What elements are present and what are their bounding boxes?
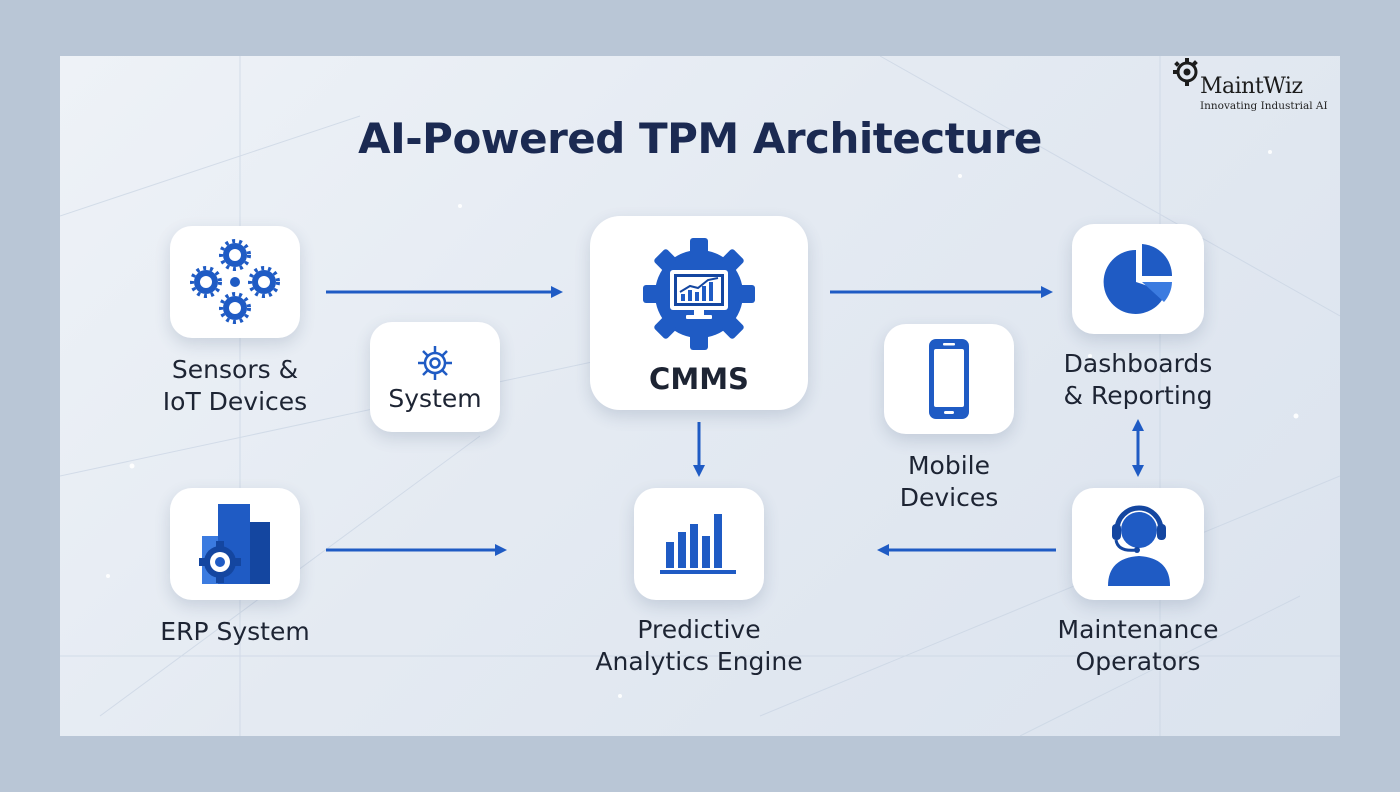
dashboards-card bbox=[1072, 224, 1204, 334]
logo-name: MaintWiz bbox=[1200, 74, 1303, 99]
predictive-label-line1: Predictive bbox=[637, 615, 761, 644]
operators-label: Maintenance Operators bbox=[1036, 614, 1240, 678]
building-gear-icon bbox=[199, 504, 270, 584]
gear-outline-icon bbox=[418, 346, 452, 380]
gear-monitor-icon bbox=[643, 238, 755, 350]
background-network bbox=[60, 56, 1340, 736]
dashboards-label: Dashboards & Reporting bbox=[1038, 348, 1238, 412]
diagram-canvas: MaintWiz Innovating Industrial AI AI-Pow… bbox=[60, 56, 1340, 736]
dashboards-label-line1: Dashboards bbox=[1063, 349, 1213, 378]
bar-chart-icon bbox=[660, 514, 736, 574]
erp-card bbox=[170, 488, 300, 600]
sensors-card bbox=[170, 226, 300, 338]
logo-tagline: Innovating Industrial AI bbox=[1200, 100, 1328, 112]
mobile-label: Mobile Devices bbox=[860, 450, 1038, 514]
predictive-label: Predictive Analytics Engine bbox=[584, 614, 814, 678]
sensors-label-line2: IoT Devices bbox=[162, 387, 308, 416]
operators-label-line1: Maintenance bbox=[1057, 615, 1219, 644]
smartphone-icon bbox=[929, 339, 969, 419]
maintwiz-logo: MaintWiz Innovating Industrial AI bbox=[1172, 56, 1340, 118]
dashboards-label-line2: & Reporting bbox=[1063, 381, 1213, 410]
system-label: System bbox=[388, 384, 482, 413]
mobile-card bbox=[884, 324, 1014, 434]
sensors-label-line1: Sensors & bbox=[171, 355, 299, 384]
pie-chart-icon bbox=[1103, 244, 1172, 314]
predictive-label-line2: Analytics Engine bbox=[595, 647, 803, 676]
predictive-card bbox=[634, 488, 764, 600]
operator-headset-icon bbox=[1108, 505, 1170, 586]
sensors-label: Sensors & IoT Devices bbox=[140, 354, 330, 418]
cmms-label: CMMS bbox=[649, 362, 749, 396]
operators-label-line2: Operators bbox=[1075, 647, 1201, 676]
operators-card bbox=[1072, 488, 1204, 600]
logo-gear-icon bbox=[1173, 58, 1198, 86]
mobile-label-line1: Mobile bbox=[907, 451, 990, 480]
system-card: System bbox=[370, 322, 500, 432]
diagram-title: AI-Powered TPM Architecture bbox=[358, 114, 1042, 163]
erp-label: ERP System bbox=[160, 617, 310, 646]
cmms-card: CMMS bbox=[590, 216, 808, 410]
gears-network-icon bbox=[190, 239, 280, 324]
mobile-label-line2: Devices bbox=[899, 483, 999, 512]
